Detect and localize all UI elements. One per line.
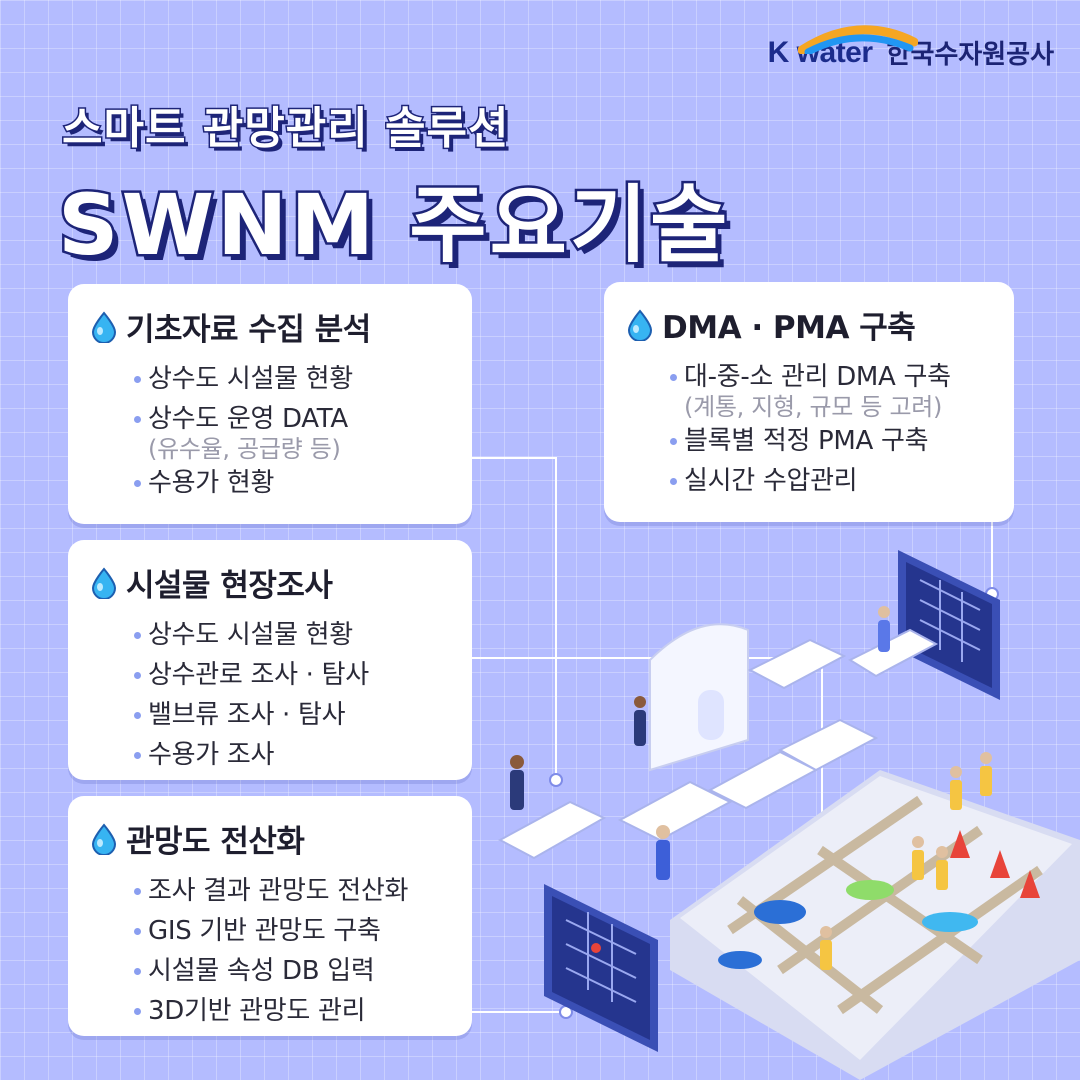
item-text: 수용가 현황 [148, 468, 275, 498]
city-map-platform [670, 770, 1080, 1080]
item-text: 밸브류 조사 · 탐사 [148, 700, 346, 730]
list-item: 조사 결과 관망도 전산화 [134, 871, 450, 911]
card-item-list: 대-중-소 관리 DMA 구축(계통, 지형, 규모 등 고려) 블록별 적정 … [626, 357, 992, 501]
card-header: 기초자료 수집 분석 [90, 304, 450, 349]
item-text: 수용가 조사 [148, 740, 275, 770]
logo-arc-icon [797, 24, 918, 54]
water-drop-icon [91, 310, 117, 343]
list-item: 상수도 시설물 현황 [134, 359, 450, 399]
people-figures [510, 606, 992, 970]
card-item-list: 상수도 시설물 현황 상수관로 조사 · 탐사 밸브류 조사 · 탐사 수용가 … [90, 615, 450, 775]
item-text: 상수도 시설물 현황 [148, 620, 353, 650]
list-item: 시설물 속성 DB 입력 [134, 951, 450, 991]
item-text: 3D기반 관망도 관리 [148, 996, 366, 1026]
card-dma-pma: DMA · PMA 구축 대-중-소 관리 DMA 구축(계통, 지형, 규모 … [604, 282, 1014, 522]
card-header: 관망도 전산화 [90, 816, 450, 861]
list-item: 3D기반 관망도 관리 [134, 991, 450, 1031]
item-text: 블록별 적정 PMA 구축 [684, 426, 929, 456]
card-title: 시설물 현장조사 [126, 568, 333, 604]
card-item-list: 조사 결과 관망도 전산화 GIS 기반 관망도 구축 시설물 속성 DB 입력… [90, 871, 450, 1031]
list-item: GIS 기반 관망도 구축 [134, 911, 450, 951]
item-text: 시설물 속성 DB 입력 [148, 956, 375, 986]
item-text: 대-중-소 관리 DMA 구축 [684, 362, 951, 392]
operator-desks [497, 628, 939, 860]
card-title: DMA · PMA 구축 [662, 310, 916, 346]
item-text: 상수도 운영 DATA [148, 404, 348, 434]
smart-water-control-center-illustration [497, 550, 1080, 1080]
item-text: 실시간 수압관리 [684, 466, 858, 496]
card-facility-field-survey: 시설물 현장조사 상수도 시설물 현황 상수관로 조사 · 탐사 밸브류 조사 … [68, 540, 472, 780]
page-title: SWNM 주요기술 [55, 174, 731, 277]
card-header: DMA · PMA 구축 [626, 302, 992, 347]
card-item-list: 상수도 시설물 현황 상수도 운영 DATA(유수율, 공급량 등) 수용가 현… [90, 359, 450, 503]
list-item: 상수도 운영 DATA(유수율, 공급량 등) [134, 399, 450, 463]
card-title: 기초자료 수집 분석 [126, 312, 371, 348]
water-drop-icon [91, 822, 117, 855]
list-item: 상수관로 조사 · 탐사 [134, 655, 450, 695]
traffic-cone-icon [950, 830, 1040, 898]
card-title: 관망도 전산화 [126, 824, 305, 860]
list-item: 실시간 수압관리 [670, 461, 992, 501]
list-item: 블록별 적정 PMA 구축 [670, 421, 992, 461]
list-item: 대-중-소 관리 DMA 구축(계통, 지형, 규모 등 고려) [670, 357, 992, 421]
control-room-screen [649, 623, 749, 772]
map-monitor-right [898, 550, 1000, 700]
list-item: 상수도 시설물 현황 [134, 615, 450, 655]
list-item: 수용가 조사 [134, 735, 450, 775]
card-header: 시설물 현장조사 [90, 560, 450, 605]
list-item: 밸브류 조사 · 탐사 [134, 695, 450, 735]
logo-mark: K water [768, 24, 918, 70]
map-monitor-left [544, 884, 658, 1052]
list-item: 수용가 현황 [134, 463, 450, 503]
item-subtext: (유수율, 공급량 등) [148, 435, 341, 463]
item-text: GIS 기반 관망도 구축 [148, 916, 381, 946]
card-network-digitization: 관망도 전산화 조사 결과 관망도 전산화 GIS 기반 관망도 구축 시설물 … [68, 796, 472, 1036]
page-subtitle: 스마트 관망관리 솔루션 [60, 102, 510, 156]
item-text: 상수관로 조사 · 탐사 [148, 660, 369, 690]
water-drop-icon [91, 566, 117, 599]
item-subtext: (계통, 지형, 규모 등 고려) [684, 393, 943, 421]
card-basic-data-analysis: 기초자료 수집 분석 상수도 시설물 현황 상수도 운영 DATA(유수율, 공… [68, 284, 472, 524]
item-text: 상수도 시설물 현황 [148, 364, 353, 394]
item-text: 조사 결과 관망도 전산화 [148, 876, 409, 906]
water-drop-icon [627, 308, 653, 341]
kwater-logo: K water 한국수자원공사 [768, 24, 1054, 71]
